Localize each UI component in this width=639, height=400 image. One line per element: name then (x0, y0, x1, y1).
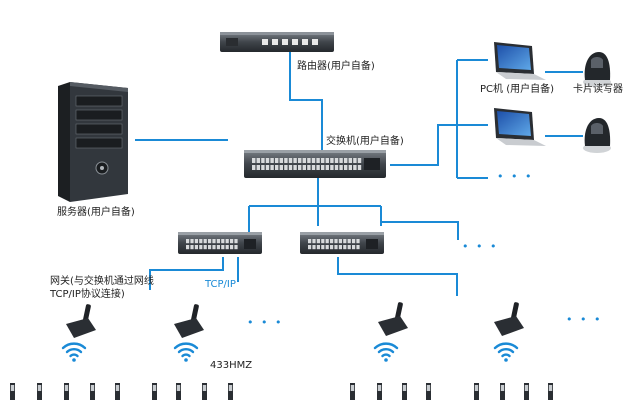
rfid-tag-icon (115, 383, 120, 400)
gateway-antenna-icon (66, 304, 96, 338)
server-icon (58, 82, 128, 202)
rfid-tag-icon (548, 383, 553, 400)
card-reader-icon (583, 118, 611, 153)
wifi-icon (373, 342, 399, 362)
rfid-tag-icon (500, 383, 505, 400)
gateway-antenna-icon (174, 304, 204, 338)
rfid-tag-icon (90, 383, 95, 400)
rfid-tag-icon (474, 383, 479, 400)
switch2-gateway-link (337, 257, 458, 296)
switch-to-pc-trunk (390, 124, 457, 166)
more-gateways-ellipsis-1: • • • (247, 316, 284, 329)
rfid-tag-icon (426, 383, 431, 400)
server-label: 服务器(用户自备) (57, 207, 135, 218)
connection-lines (135, 52, 583, 296)
rfid-tag-icon (64, 383, 69, 400)
tcpip-label: TCP/IP (205, 279, 236, 290)
card-reader-label: 卡片读写器 (573, 84, 623, 95)
rfid-tag-icon (377, 383, 382, 400)
wifi-icon (61, 342, 87, 362)
rfid-tag-icon (152, 383, 157, 400)
frequency-label: 433HMZ (210, 360, 253, 371)
rfid-tag-icon (228, 383, 233, 400)
router-label: 路由器(用户自备) (297, 61, 375, 72)
more-pcs-ellipsis: • • • (497, 170, 534, 183)
more-gateways-ellipsis-2: • • • (566, 313, 603, 326)
more-switches-link (381, 221, 459, 240)
switch-icon (178, 232, 262, 254)
rfid-tag-icon (524, 383, 529, 400)
router-icon (220, 32, 334, 52)
switch-icon (300, 232, 384, 254)
pc-label: PC机 (用户自备) (480, 84, 554, 95)
gateway-antenna-icon (378, 302, 408, 336)
wifi-icon (173, 342, 199, 362)
switch-label: 交换机(用户自备) (326, 136, 404, 147)
gateway-label: 网关(与交换机通过网线TCP/IP协议连接) (50, 276, 154, 300)
gateway-antenna-icon (494, 302, 524, 336)
laptop-icon (494, 42, 546, 80)
rfid-tag-icon (402, 383, 407, 400)
laptop-icon (494, 108, 546, 146)
switch1-gateway-left-link (149, 257, 224, 290)
more-switches-ellipsis: • • • (462, 240, 499, 253)
router-to-switch-link (289, 52, 323, 150)
switch-icon (244, 150, 386, 178)
rfid-tag-icon (10, 383, 15, 400)
rfid-tag-icon (37, 383, 42, 400)
wifi-icon (493, 342, 519, 362)
rfid-tag-icon (176, 383, 181, 400)
rfid-tag-icon (202, 383, 207, 400)
card-reader-icon (583, 52, 611, 87)
rfid-tag-icon (350, 383, 355, 400)
